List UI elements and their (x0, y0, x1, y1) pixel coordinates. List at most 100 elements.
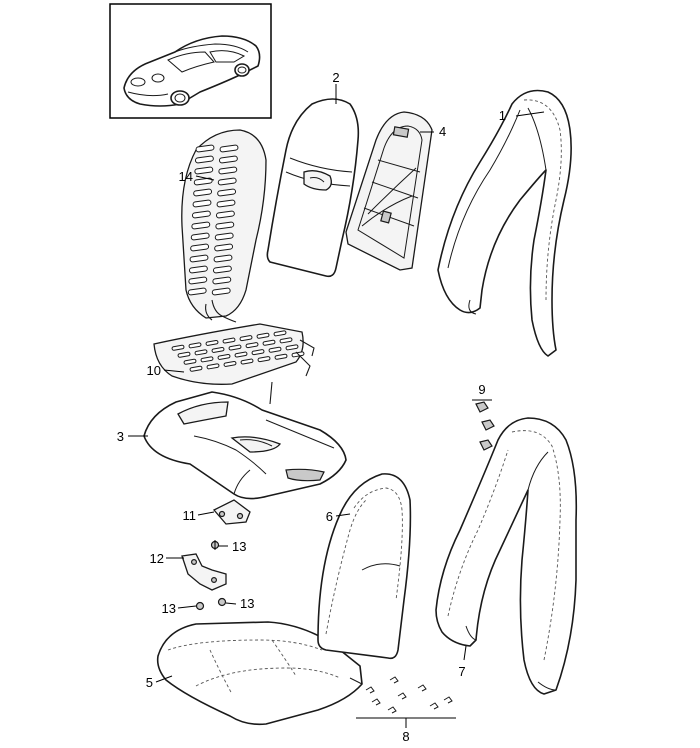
clip-8 (443, 696, 453, 704)
clip-8 (417, 684, 427, 692)
clip-8 (397, 692, 407, 700)
heating-mat-10-slot (171, 344, 185, 351)
callout-11: 11 (183, 508, 197, 523)
heating-mat-14-slot (214, 232, 234, 241)
heating-mat-10-slot (274, 353, 288, 360)
heating-mat-14-slot (212, 265, 232, 274)
heating-mat-14-slot (213, 254, 233, 263)
heating-mat-10-slot (268, 346, 282, 353)
callout-13-c: 13 (240, 596, 254, 611)
heating-mat-14-slot (216, 199, 236, 208)
callout-12: 12 (150, 551, 164, 566)
part-6-backrest-cover (317, 473, 412, 660)
heating-mat-14-slot (218, 166, 238, 175)
heating-mat-14-slot (189, 254, 209, 263)
part-8-clips (356, 676, 456, 728)
heating-mat-14-slot (188, 265, 208, 274)
heating-mat-14-slot (192, 199, 212, 208)
part-13-fasteners (195, 540, 227, 611)
heating-mat-14-slot (194, 155, 214, 164)
heating-mat-10-slot (257, 356, 271, 363)
car-illustration (123, 35, 261, 107)
heating-mat-10-slot (177, 351, 191, 358)
part-5-seat-cushion-cover (156, 621, 363, 726)
fastener-13-b (195, 601, 205, 611)
heating-mat-14-slot (193, 177, 213, 186)
heating-mat-10-slot (239, 335, 253, 342)
heating-mat-10-slot (256, 332, 270, 339)
heating-mat-10-slot (285, 344, 299, 351)
heating-mat-10-slot (222, 337, 236, 344)
part-2-backrest-cushion (266, 98, 360, 278)
heating-mat-10-slot (189, 365, 203, 372)
part-12-lower-bracket (181, 553, 227, 591)
part-9-small-clips (472, 399, 495, 451)
part-14-backrest-heating-mat (181, 129, 267, 323)
heating-mat-14-slot (194, 166, 214, 175)
heating-mat-10-slot (223, 360, 237, 367)
heating-mat-10-slot (251, 349, 265, 356)
leader-lines (128, 84, 545, 683)
callout-3: 3 (117, 429, 124, 444)
vehicle-inset (109, 3, 272, 119)
heating-mat-14-slot (217, 188, 237, 197)
heating-mat-14-slot (219, 144, 239, 153)
clip-8 (371, 698, 381, 706)
heating-mat-14-slot (188, 276, 208, 285)
callout-13-a: 13 (232, 539, 246, 554)
heating-mat-14-slot (211, 287, 231, 296)
callout-6: 6 (326, 509, 333, 524)
callout-1: 1 (499, 108, 506, 123)
heating-mat-14-slot (191, 210, 211, 219)
clip-8 (429, 702, 439, 710)
callout-13-b: 13 (162, 601, 176, 616)
heating-mat-14-slot (218, 155, 238, 164)
part-4-backrest-shell (345, 111, 433, 271)
heating-mat-10-slot (206, 363, 220, 370)
callout-10: 10 (147, 363, 161, 378)
clip-8 (365, 686, 375, 694)
heating-mat-14-slot (217, 177, 237, 186)
heating-mat-10-slot (217, 353, 231, 360)
heating-mat-14-slot (215, 210, 235, 219)
heating-mat-14-slot (215, 221, 235, 230)
clip-8 (387, 706, 397, 714)
heating-mat-10-slot (273, 330, 287, 337)
heating-mat-10-slot (279, 337, 293, 344)
heating-mat-10-slot (188, 342, 202, 349)
heating-mat-10-slot (211, 346, 225, 353)
heating-mat-10-slot (234, 351, 248, 358)
callout-4: 4 (439, 124, 446, 139)
heating-mat-10-slot (194, 349, 208, 356)
callout-labels: 1 2 3 4 5 6 7 8 9 10 11 12 13 13 13 14 (117, 70, 506, 744)
heating-mat-14-slot (187, 287, 207, 296)
part-1-backrest-side-cover (437, 89, 572, 357)
heating-mat-10-slot (262, 339, 276, 346)
part-11-bracket (212, 499, 251, 525)
callout-8: 8 (402, 729, 409, 744)
heating-mat-14-slot (193, 188, 213, 197)
part-3-seat-cushion-base (143, 391, 347, 500)
heating-mat-14-slot (214, 243, 234, 252)
callout-2: 2 (332, 70, 339, 85)
callout-14: 14 (179, 169, 193, 184)
heating-mat-14-slot (191, 221, 211, 230)
heating-mat-10-slot (205, 339, 219, 346)
callout-5: 5 (146, 675, 153, 690)
heating-mat-14-slot (195, 144, 215, 153)
heating-mat-10-slot (183, 358, 197, 365)
heating-mat-10-slot (240, 358, 254, 365)
heating-mat-10-slot (228, 344, 242, 351)
fastener-13-c (217, 597, 227, 607)
heating-mat-14-slot (212, 276, 232, 285)
heating-mat-14-slot (190, 243, 210, 252)
heating-mat-14-slot (190, 232, 210, 241)
callout-7: 7 (458, 664, 465, 679)
heating-mat-10-slot (245, 342, 259, 349)
part-10-seat-heating-mat (153, 323, 315, 405)
heating-mat-10-slot (200, 356, 214, 363)
clip-8 (389, 676, 399, 684)
part-7-backrest-outer-cover (435, 417, 578, 695)
callout-9: 9 (478, 382, 485, 397)
